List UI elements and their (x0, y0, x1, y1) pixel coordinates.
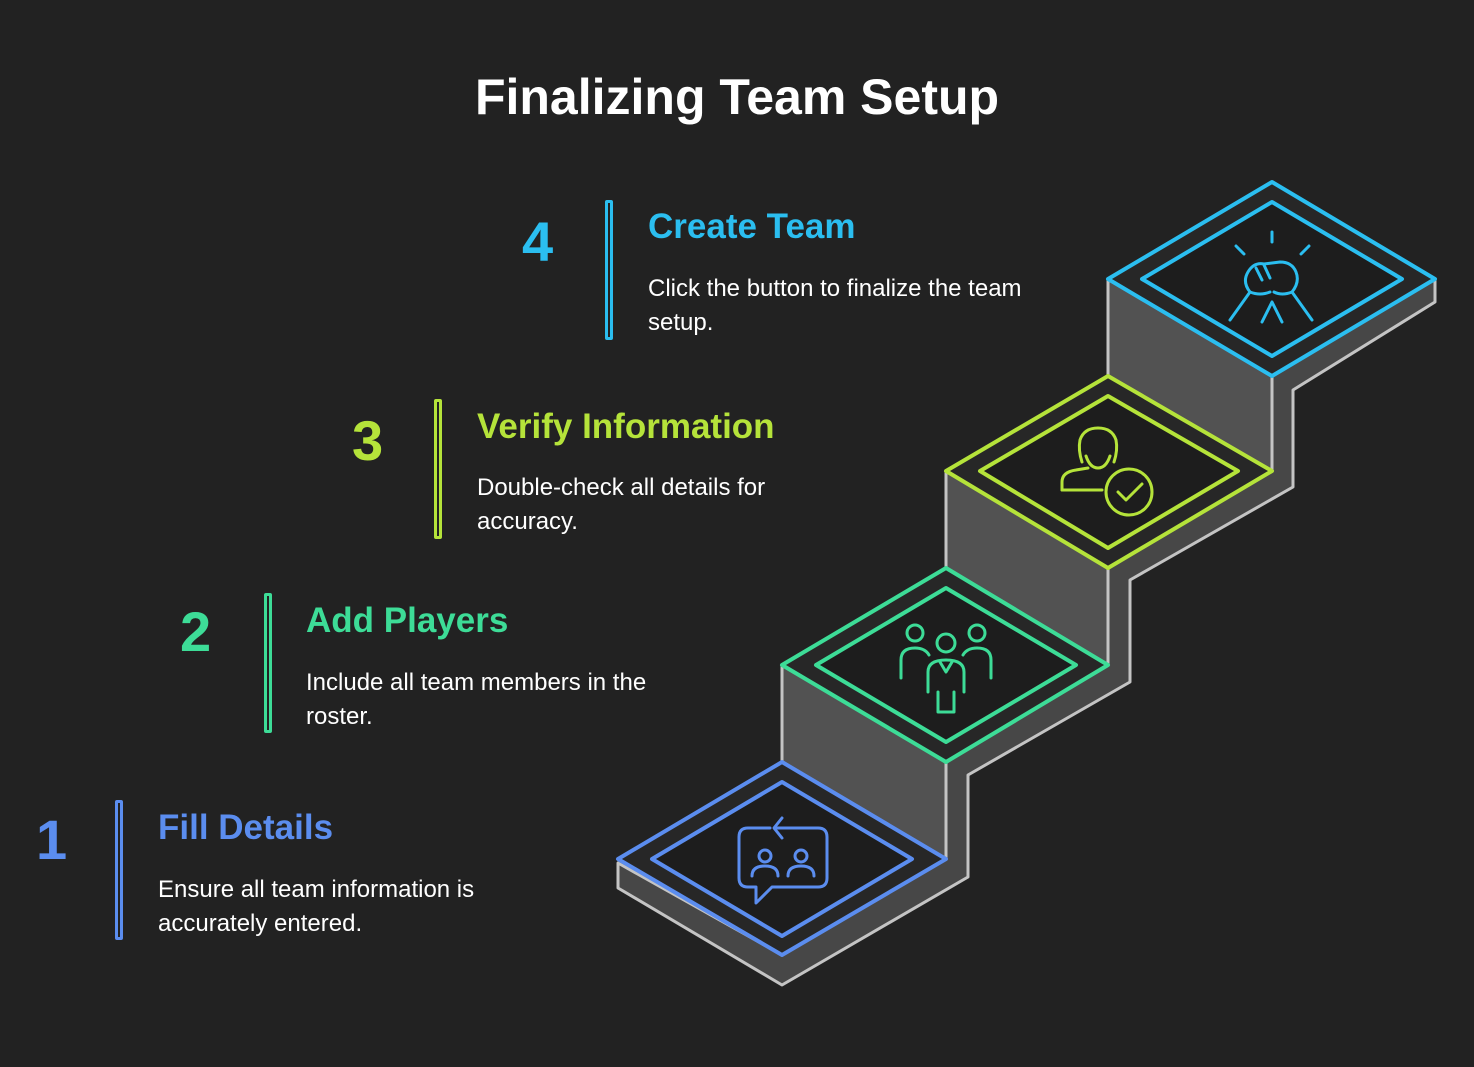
step-3-title: Verify Information (477, 407, 775, 446)
step-1-description: Ensure all team information is accuratel… (158, 876, 475, 937)
step-1-title: Fill Details (158, 808, 334, 847)
step-3-bar (434, 399, 442, 539)
step-1-bar (115, 800, 123, 940)
step-2-number: 2 (180, 600, 212, 663)
step-1-number: 1 (36, 808, 68, 871)
handshake-icon (1228, 230, 1314, 324)
step-4-number: 4 (522, 210, 554, 273)
step-2-tile (780, 566, 1110, 764)
user-check-icon (1060, 426, 1154, 517)
step-4-bar (605, 200, 613, 340)
step-2-title: Add Players (306, 601, 509, 640)
step-3-tile (944, 374, 1274, 570)
step-2-description: Include all team members in the roster. (306, 669, 647, 730)
team-chat-icon (737, 816, 829, 905)
team-members-icon (899, 623, 993, 714)
step-4-tile (1106, 180, 1437, 378)
step-4-description: Click the button to finalize the team se… (648, 275, 1022, 336)
step-3-description: Double-check all details for accuracy. (477, 474, 766, 535)
step-4-title: Create Team (648, 207, 856, 246)
step-1-tile (616, 760, 948, 957)
diagram-title: Finalizing Team Setup (474, 69, 1000, 125)
staircase-front-face (780, 277, 1274, 861)
step-3-number: 3 (352, 409, 384, 472)
step-2-bar (264, 593, 272, 733)
